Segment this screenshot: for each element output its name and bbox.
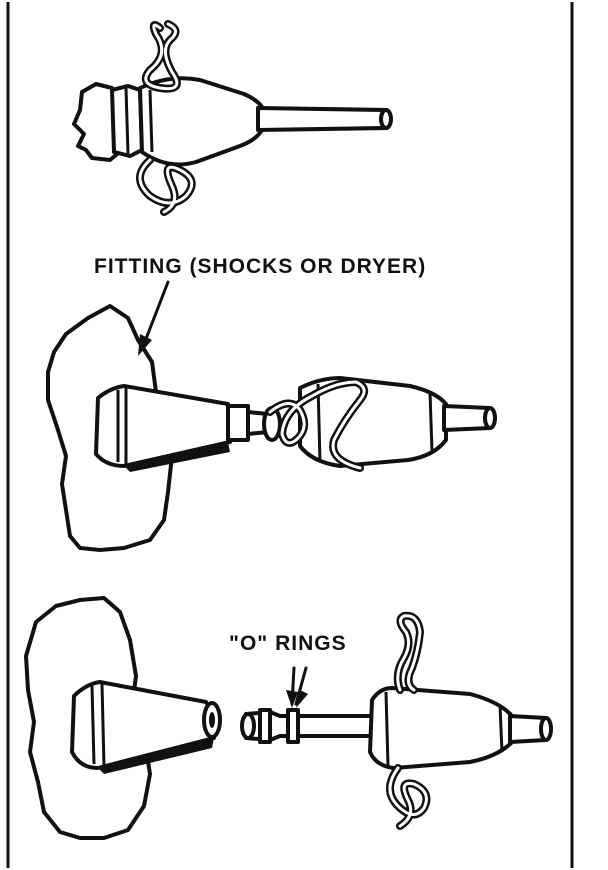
step1-tube — [256, 106, 391, 132]
o-ring-1 — [258, 708, 272, 744]
fitting-label: FITTING (SHOCKS OR DRYER) — [94, 255, 427, 278]
step3-separated-parts — [24, 596, 553, 840]
step2-fitting-and-hose — [46, 280, 497, 552]
o-ring-2 — [286, 708, 300, 744]
step1-assembled-connection — [72, 20, 393, 216]
page-border — [6, 2, 574, 868]
o-rings-label: "O" RINGS — [229, 632, 347, 655]
step2-leader-arrow — [142, 280, 170, 346]
step2-male-nipple — [226, 404, 250, 442]
step3-hose-nut — [368, 686, 516, 770]
